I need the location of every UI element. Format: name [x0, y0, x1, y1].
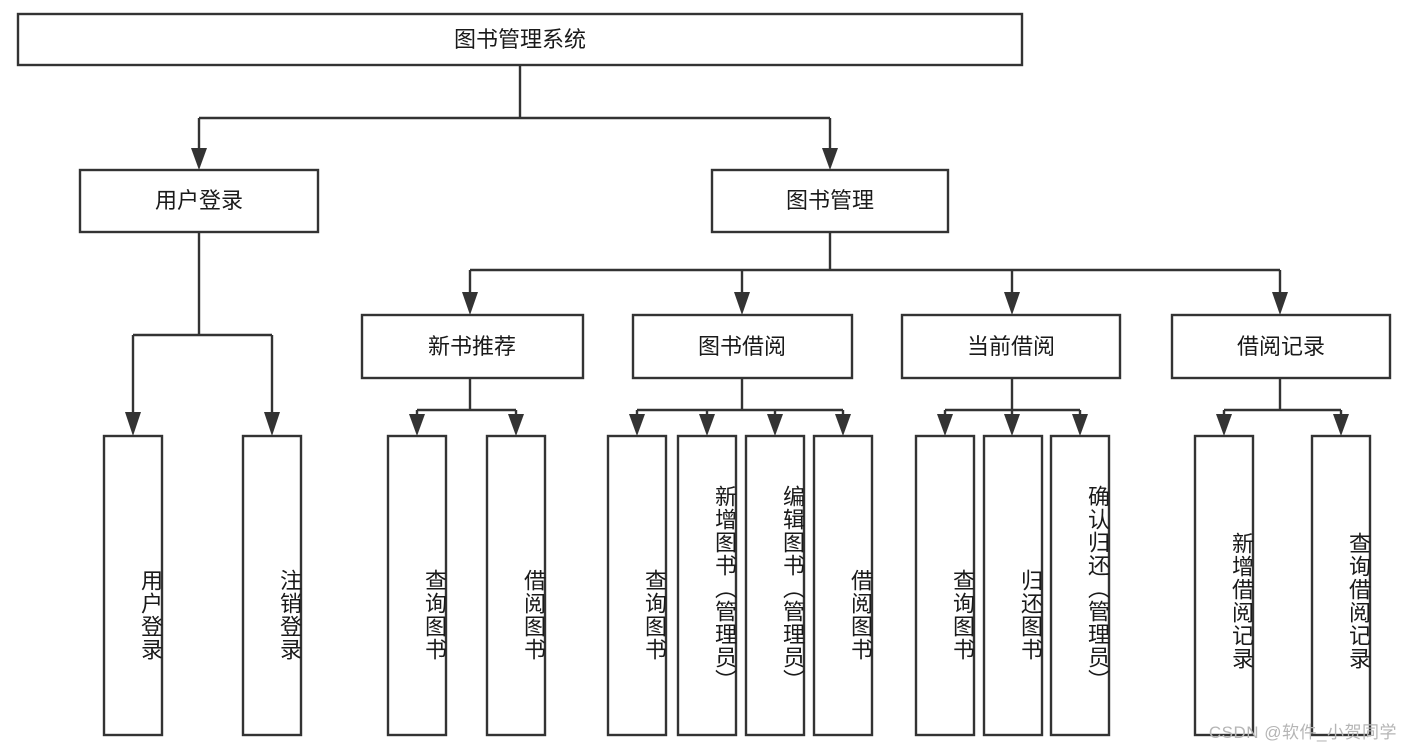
- connector-book-management-to-level3: [462, 232, 1288, 315]
- node-leaf-return-book[interactable]: [982, 434, 1044, 737]
- node-leaf-query-book-2[interactable]: [606, 434, 668, 737]
- node-leaf-query-borrow-record[interactable]: [1310, 434, 1372, 737]
- node-user-login-label: 用户登录: [155, 188, 243, 213]
- node-book-management[interactable]: 图书管理: [710, 168, 950, 234]
- node-leaf-edit-book[interactable]: [744, 434, 806, 737]
- node-current-borrow-label: 当前借阅: [967, 334, 1055, 359]
- csdn-watermark: CSDN @软件_小贺同学: [1208, 723, 1397, 742]
- node-leaf-logout-login[interactable]: [241, 434, 303, 737]
- node-borrow-record-label: 借阅记录: [1237, 334, 1325, 359]
- node-book-borrow[interactable]: 图书借阅: [631, 313, 854, 380]
- connector-root-to-level2: [191, 65, 838, 170]
- node-leaf-user-login[interactable]: [102, 434, 164, 737]
- connector-borrow-record-to-leaves: [1216, 378, 1349, 436]
- node-leaf-borrow-book-2[interactable]: [812, 434, 874, 737]
- node-leaf-add-book[interactable]: [676, 434, 738, 737]
- node-leaf-query-book-1[interactable]: [386, 434, 448, 737]
- connector-user-login-to-leaves: [125, 232, 280, 436]
- node-root-label: 图书管理系统: [454, 27, 586, 52]
- node-book-management-label: 图书管理: [786, 188, 874, 213]
- node-new-book-recommend[interactable]: 新书推荐: [360, 313, 585, 380]
- node-new-book-recommend-label: 新书推荐: [428, 334, 516, 359]
- node-borrow-record[interactable]: 借阅记录: [1170, 313, 1392, 380]
- node-book-borrow-label: 图书借阅: [698, 334, 786, 359]
- node-root[interactable]: 图书管理系统: [16, 12, 1024, 67]
- node-leaf-add-borrow-record[interactable]: [1193, 434, 1255, 737]
- node-leaf-confirm-return[interactable]: [1049, 434, 1111, 737]
- connector-current-borrow-to-leaves: [937, 378, 1088, 436]
- node-user-login[interactable]: 用户登录: [78, 168, 320, 234]
- connector-book-borrow-to-leaves: [629, 378, 851, 436]
- node-current-borrow[interactable]: 当前借阅: [900, 313, 1122, 380]
- node-leaf-query-book-3[interactable]: [914, 434, 976, 737]
- leaf-boxes: [102, 434, 1372, 737]
- node-leaf-borrow-book-1[interactable]: [485, 434, 547, 737]
- connector-new-book-recommend-to-leaves: [409, 378, 524, 436]
